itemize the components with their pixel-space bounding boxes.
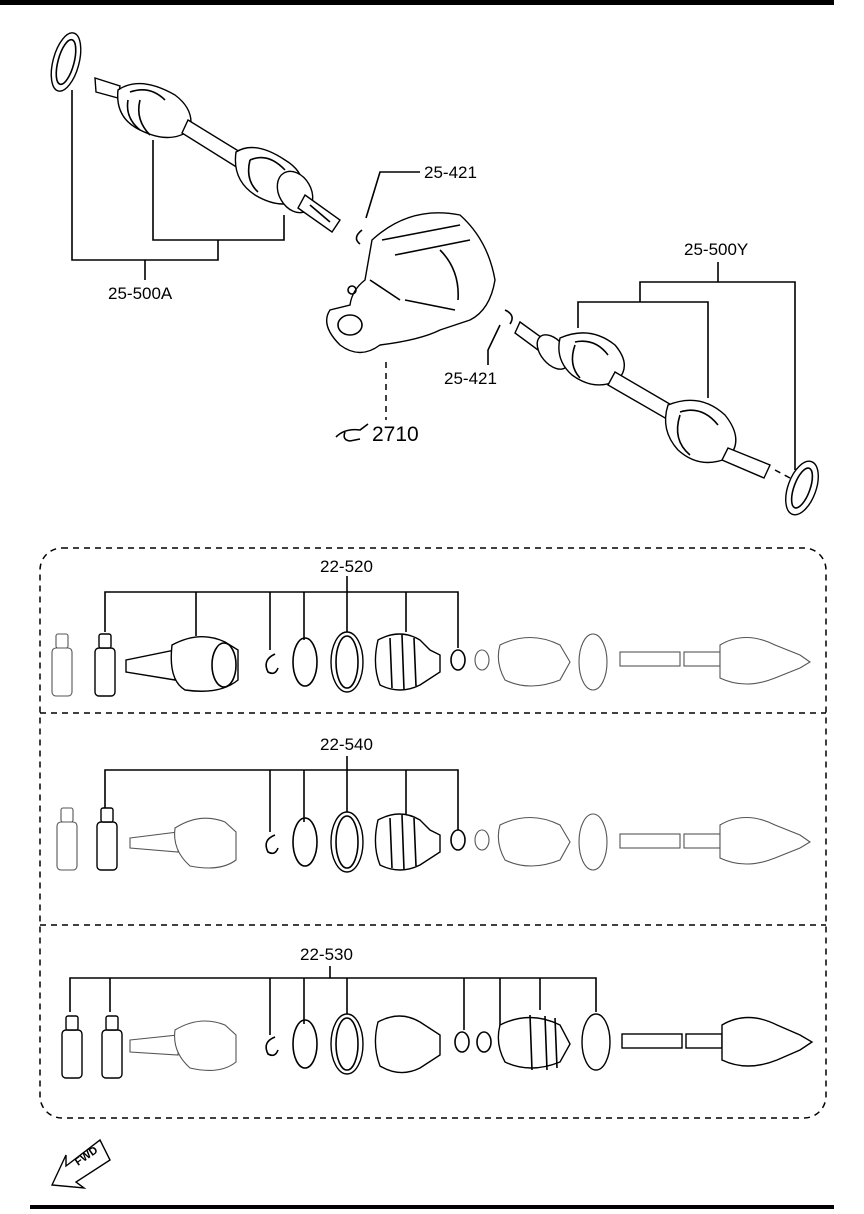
right-tone-ring [785, 460, 819, 516]
bracket-25-500A [71, 90, 285, 280]
bracket-25-500Y [577, 262, 796, 470]
pointing-hand-icon [335, 423, 369, 442]
right-drive-shaft [514, 320, 771, 479]
kit-22-530-parts [61, 1013, 814, 1079]
callout-25-421-lower: 25-421 [444, 369, 497, 388]
kit-22-520-label: 22-520 [320, 557, 373, 576]
kit-22-540-leaders [104, 756, 459, 832]
bottom-border [30, 1205, 834, 1209]
callout-25-500Y: 25-500Y [684, 240, 748, 259]
kit-22-540-parts [56, 807, 812, 873]
clip-lower [487, 309, 513, 365]
callout-2710: 2710 [372, 423, 419, 446]
kit-22-520-parts [51, 631, 812, 697]
kit-22-540-label: 22-540 [320, 735, 373, 754]
kits-frame [39, 547, 827, 1119]
left-tone-ring [50, 32, 82, 92]
kit-22-520-leaders [104, 576, 459, 650]
kit-22-530-leaders [69, 966, 597, 1035]
fwd-arrow-icon: FWD [50, 1138, 111, 1189]
clip-upper [355, 171, 420, 245]
kit-22-530-label: 22-530 [300, 945, 353, 964]
top-border [0, 0, 834, 5]
callout-25-421-upper: 25-421 [424, 163, 477, 182]
right-ring-leader [774, 469, 791, 479]
left-drive-shaft [94, 77, 341, 233]
differential-housing [326, 212, 496, 354]
callout-25-500A: 25-500A [108, 284, 173, 303]
